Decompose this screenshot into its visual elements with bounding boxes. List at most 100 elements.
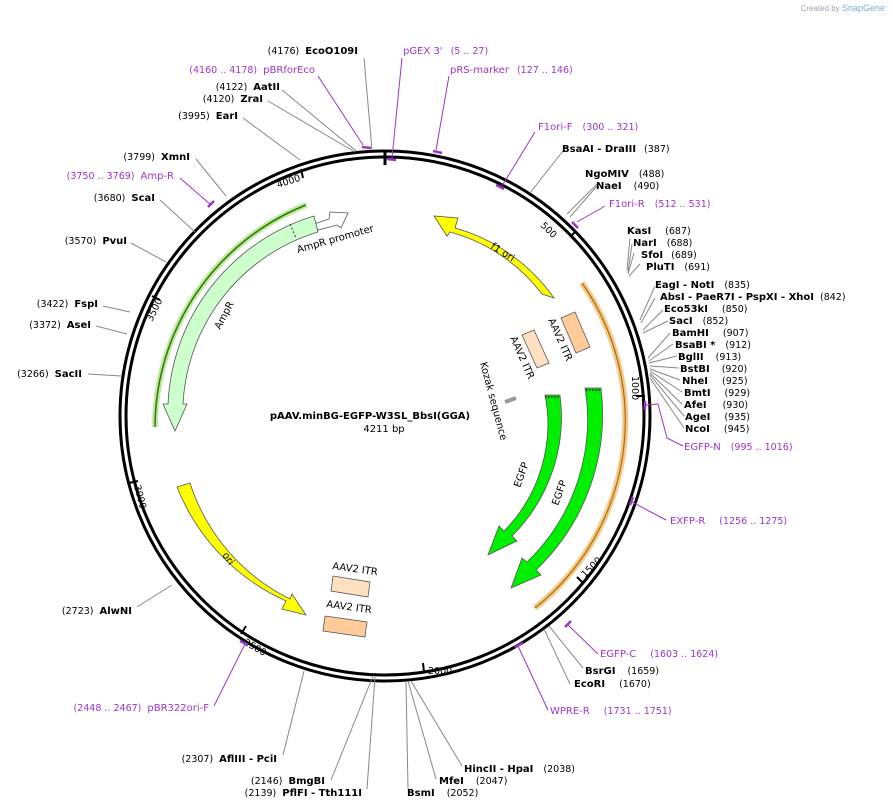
enzyme-label-eari[interactable]: (3995)EarI xyxy=(178,111,238,122)
connector xyxy=(649,377,685,429)
connector xyxy=(195,158,227,197)
connector xyxy=(529,146,567,194)
enzyme-label-nari[interactable]: NarI(688) xyxy=(633,238,692,249)
enzyme-label-ngomiv[interactable]: NgoMIV(488) xyxy=(585,169,664,180)
snapgene-credit: Created by SnapGene xyxy=(800,3,885,13)
connector xyxy=(410,680,463,767)
tick-label-4000: 4000 xyxy=(276,173,302,191)
connector xyxy=(213,641,247,707)
enzyme-label-afliii[interactable]: (2307)AflIII - PciI xyxy=(182,754,277,765)
enzyme-label-eagi[interactable]: EagI - NotI(835) xyxy=(655,280,750,291)
feature-kozak-sequence[interactable] xyxy=(504,396,517,404)
connector xyxy=(649,374,685,417)
primer-labels: (4160 .. 4178)pBRforEco pGEX 3'(5 .. 27)… xyxy=(67,46,793,717)
enzyme-label-eco0109i[interactable]: (4176)EcoO109I xyxy=(268,46,358,57)
feature-aav2-itr-bottom-upper[interactable] xyxy=(330,575,371,598)
feature-egfp-outer[interactable] xyxy=(510,387,604,589)
tick-mark xyxy=(569,230,577,238)
connector xyxy=(363,57,373,151)
enzyme-label-pvui[interactable]: (3570)PvuI xyxy=(65,236,127,247)
connector xyxy=(569,185,598,218)
primer-label-amp-r[interactable]: (3750 .. 3769)Amp-R xyxy=(67,171,174,182)
enzyme-label-absi[interactable]: AbsI - PaeR7I - PspXI - XhoI(842) xyxy=(660,292,846,303)
feature-label-aav2-itr-3: AAV2 ITR xyxy=(332,561,379,578)
primer-label-pbrforeco[interactable]: (4160 .. 4178)pBRforEco xyxy=(189,65,315,76)
enzyme-label-fspi[interactable]: (3422)FspI xyxy=(37,299,98,310)
enzyme-label-bglii[interactable]: BglII(913) xyxy=(678,352,741,363)
primer-bar-f1ori-r xyxy=(571,221,579,229)
enzyme-label-pluti[interactable]: PluTI(691) xyxy=(646,262,710,273)
enzyme-label-sacii[interactable]: (3266)SacII xyxy=(17,369,82,380)
primer-label-egfp-n[interactable]: EGFP-N(995 .. 1016) xyxy=(684,442,793,453)
backbone-outer xyxy=(118,149,652,683)
enzyme-label-ecori[interactable]: EcoRI(1670) xyxy=(574,679,651,690)
connector xyxy=(576,205,606,223)
enzyme-label-sfoi[interactable]: SfoI(689) xyxy=(641,250,697,261)
enzyme-label-bsrgi[interactable]: BsrGI(1659) xyxy=(585,666,659,677)
plasmid-size: 4211 bp xyxy=(363,424,404,435)
primer-label-prs-marker[interactable]: pRS-marker(127 .. 146) xyxy=(450,65,573,76)
feature-label-egfp-1: EGFP xyxy=(512,461,531,489)
primer-bar-exfp-r xyxy=(628,496,635,506)
plasmid-name: pAAV.minBG-EGFP-W3SL_BbsI(GGA) xyxy=(270,411,470,422)
enzyme-label-asei[interactable]: (3372)AseI xyxy=(29,320,91,331)
connector xyxy=(639,285,656,321)
enzyme-label-bamhi[interactable]: BamHI(907) xyxy=(672,328,748,339)
primer-label-egfp-c[interactable]: EGFP-C(1603 .. 1624) xyxy=(600,649,718,660)
enzyme-label-scai[interactable]: (3680)ScaI xyxy=(94,193,155,204)
primer-label-f1ori-r[interactable]: F1ori-R(512 .. 531) xyxy=(609,199,710,210)
feature-label-aav2-itr-4: AAV2 ITR xyxy=(326,599,373,616)
enzyme-label-hincii[interactable]: HincII - HpaI(2038) xyxy=(464,764,575,775)
primer-bars xyxy=(207,145,647,649)
enzyme-label-bmti[interactable]: BmtI(929) xyxy=(684,388,750,399)
feature-ampr[interactable] xyxy=(162,215,319,432)
primer-label-pgex3[interactable]: pGEX 3'(5 .. 27) xyxy=(403,46,488,57)
connector xyxy=(648,343,674,362)
feature-aav2-itr-bottom-lower[interactable] xyxy=(322,615,368,638)
enzyme-label-alwni[interactable]: (2723)AlwNI xyxy=(62,606,132,617)
enzyme-label-bsaai[interactable]: BsaAI - DraIII(387) xyxy=(562,144,670,155)
enzyme-label-zrai[interactable]: (4120)ZraI xyxy=(203,94,263,105)
connector xyxy=(130,242,167,263)
enzyme-label-nhei[interactable]: NheI(925) xyxy=(682,376,748,387)
enzyme-label-eco53ki[interactable]: Eco53kI(850) xyxy=(664,304,747,315)
feature-ori[interactable] xyxy=(176,482,307,616)
enzyme-label-bsabi[interactable]: BsaBI *(912) xyxy=(675,340,751,351)
enzyme-label-agei[interactable]: AgeI(935) xyxy=(685,412,750,423)
enzyme-label-afei[interactable]: AfeI(930) xyxy=(684,400,748,411)
left-enzyme-labels: (4176)EcoO109I (4122)AatII (4120)ZraI (3… xyxy=(17,46,362,799)
feature-aav2-itr-right-inner[interactable] xyxy=(521,329,550,369)
tick-mark xyxy=(128,480,139,484)
enzyme-label-mfei[interactable]: MfeI(2047) xyxy=(439,776,507,787)
enzyme-label-bmgbi[interactable]: (2146)BmgBI xyxy=(251,776,325,787)
primer-bar-wpre-r xyxy=(514,641,524,649)
enzyme-label-aatii[interactable]: (4122)AatII xyxy=(216,82,280,93)
feature-f1-ori[interactable] xyxy=(433,215,556,299)
primer-label-f1ori-f[interactable]: F1ori-F(300 .. 321) xyxy=(538,122,638,133)
feature-egfp-inner[interactable] xyxy=(487,394,562,556)
enzyme-label-pflfi[interactable]: (2139)PflFI - Tth111I xyxy=(245,788,362,799)
primer-label-exfp-r[interactable]: EXFP-R(1256 .. 1275) xyxy=(670,516,787,527)
primer-label-wpre-r[interactable]: WPRE-R(1731 .. 1751) xyxy=(550,706,672,717)
enzyme-label-ncoi[interactable]: NcoI(945) xyxy=(685,424,749,435)
enzyme-label-naei[interactable]: NaeI(490) xyxy=(596,181,659,192)
tick-label-2000: 2000 xyxy=(428,666,452,677)
ampr-dashed-mark xyxy=(289,223,297,239)
connector xyxy=(136,584,173,608)
primer-label-pbr322ori-f[interactable]: (2448 .. 2467)pBR322ori-F xyxy=(74,703,210,714)
feature-aav2-itr-right-outer[interactable] xyxy=(560,311,591,354)
enzyme-label-bsmi[interactable]: BsmI(2052) xyxy=(407,788,478,799)
connector xyxy=(644,403,684,447)
connector xyxy=(647,332,671,359)
enzyme-label-bstbi[interactable]: BstBI(920) xyxy=(680,364,747,375)
enzyme-label-kasi[interactable]: KasI(687) xyxy=(627,226,691,237)
connector xyxy=(159,199,196,233)
connector xyxy=(642,320,669,334)
enzyme-label-xmni[interactable]: (3799)XmnI xyxy=(123,152,190,163)
enzyme-label-saci[interactable]: SacI(852) xyxy=(669,316,728,327)
connector xyxy=(281,89,357,152)
feature-ampr-promoter[interactable] xyxy=(313,211,349,231)
connector xyxy=(627,252,635,275)
connector xyxy=(330,675,374,781)
